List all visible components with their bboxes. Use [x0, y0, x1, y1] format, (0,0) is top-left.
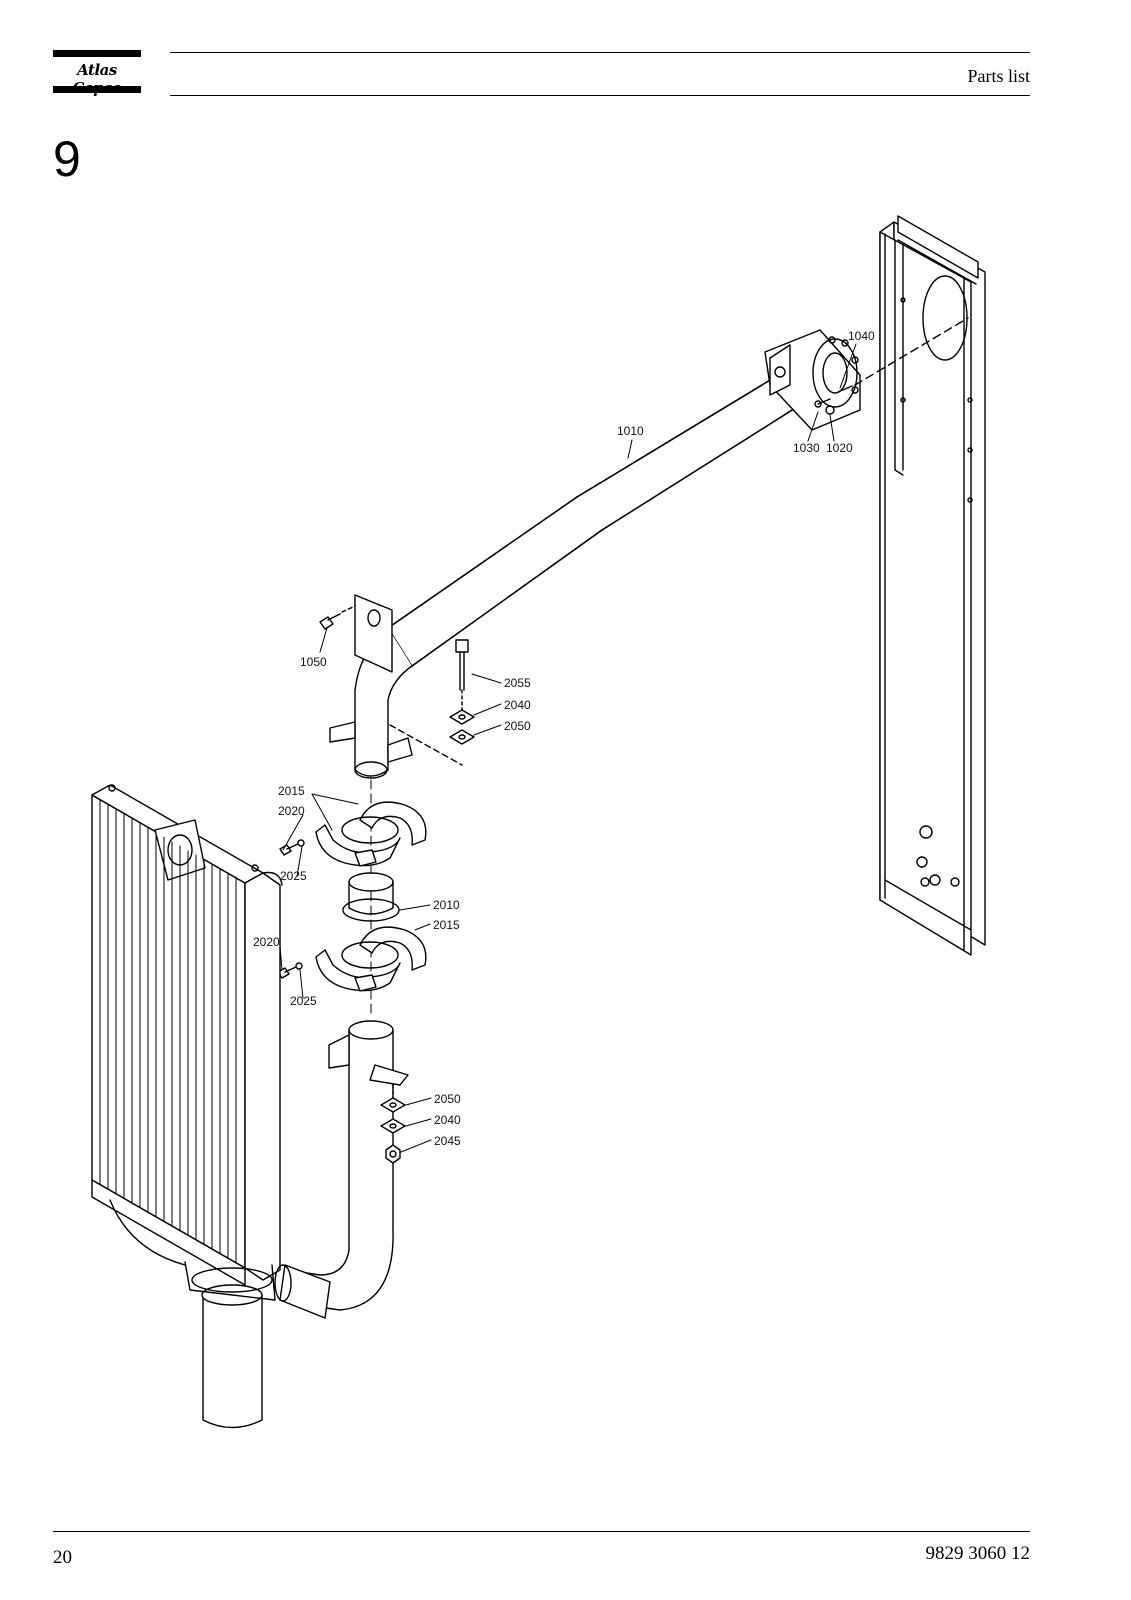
header-rule-top: [170, 52, 1030, 53]
page-number: 20: [53, 1547, 72, 1568]
section-title: Parts list: [967, 66, 1030, 86]
callout-2020-lower: 2020: [253, 935, 280, 949]
callout-2025-upper: 2025: [280, 869, 307, 883]
callout-2020-upper: 2020: [278, 804, 305, 818]
lower-washers-nut: [380, 1084, 406, 1164]
callout-2015-lower: 2015: [433, 918, 460, 932]
document-number: 9829 3060 12: [925, 1543, 1031, 1564]
clamp-2015-lower: [315, 926, 427, 992]
callout-1010: 1010: [617, 424, 644, 438]
atlas-copco-logo: Atlas Copco: [53, 50, 141, 97]
bolt-1050: [319, 605, 356, 630]
callout-1020: 1020: [826, 441, 853, 455]
footer-rule: [53, 1531, 1030, 1532]
callout-1030: 1030: [793, 441, 820, 455]
callout-2040-lower: 2040: [434, 1113, 461, 1127]
callout-2045: 2045: [434, 1134, 461, 1148]
callout-1040: 1040: [848, 329, 875, 343]
section-number: 9: [53, 131, 81, 187]
bolt-2055-washers: [389, 639, 475, 766]
callout-2010: 2010: [433, 898, 460, 912]
intercooler: [91, 784, 283, 1286]
callout-2050-lower: 2050: [434, 1092, 461, 1106]
callout-2015-upper: 2015: [278, 784, 305, 798]
logo-bar-top: [53, 50, 141, 57]
callout-1050: 1050: [300, 655, 327, 669]
clamp-2015-upper: [315, 801, 427, 867]
sleeve-2010: [342, 872, 400, 922]
flange-fasteners: [814, 317, 969, 415]
lower-pipe: [184, 1020, 409, 1429]
exhaust-pipe-1010: [329, 329, 861, 779]
callout-2050-upper: 2050: [504, 719, 531, 733]
frame-channel: [879, 215, 986, 956]
callout-2055: 2055: [504, 676, 531, 690]
logo-bar-bottom: [53, 86, 141, 93]
callout-2040-upper: 2040: [504, 698, 531, 712]
bolt-2020-upper: [279, 839, 305, 856]
header-rule-bottom: [170, 95, 1030, 96]
callout-2025-lower: 2025: [290, 994, 317, 1008]
leader-lines: [279, 343, 857, 1153]
